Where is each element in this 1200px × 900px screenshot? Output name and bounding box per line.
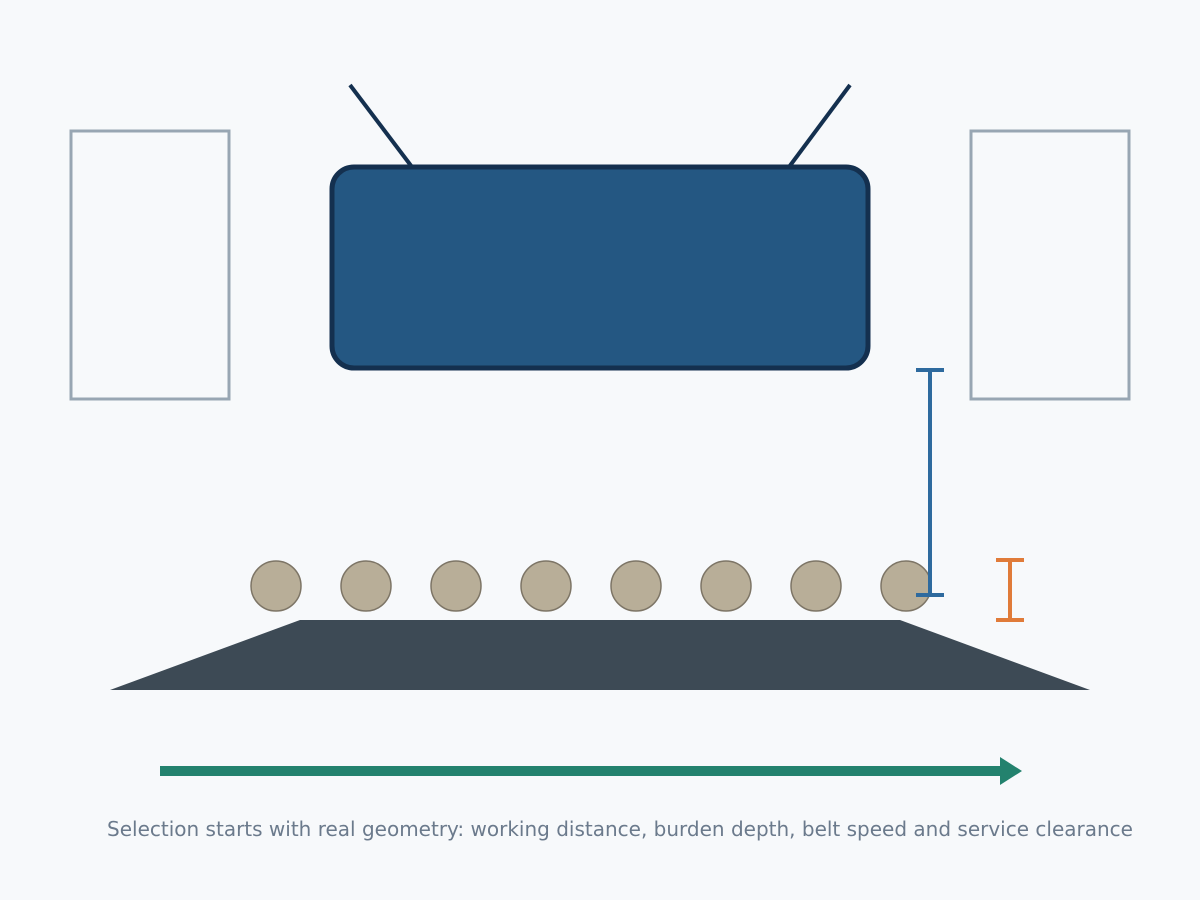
conveyor-belt <box>110 620 1090 690</box>
burden-material-group <box>250 560 932 612</box>
burden-depth-dimension-icon <box>996 558 1024 622</box>
right-service-clearance-panel <box>969 129 1131 401</box>
burden-item <box>880 560 932 612</box>
burden-item <box>340 560 392 612</box>
belt-direction-arrow-icon <box>160 757 1022 785</box>
burden-item <box>250 560 302 612</box>
overhead-magnet <box>329 164 871 371</box>
working-distance-dimension-icon <box>916 368 944 597</box>
diagram-caption: Selection starts with real geometry: wor… <box>107 817 1133 841</box>
left-suspension-cable <box>348 83 414 169</box>
right-suspension-cable <box>787 83 852 169</box>
burden-item <box>520 560 572 612</box>
left-service-clearance-panel <box>69 129 231 401</box>
burden-item <box>430 560 482 612</box>
burden-item <box>700 560 752 612</box>
burden-item <box>610 560 662 612</box>
burden-item <box>790 560 842 612</box>
